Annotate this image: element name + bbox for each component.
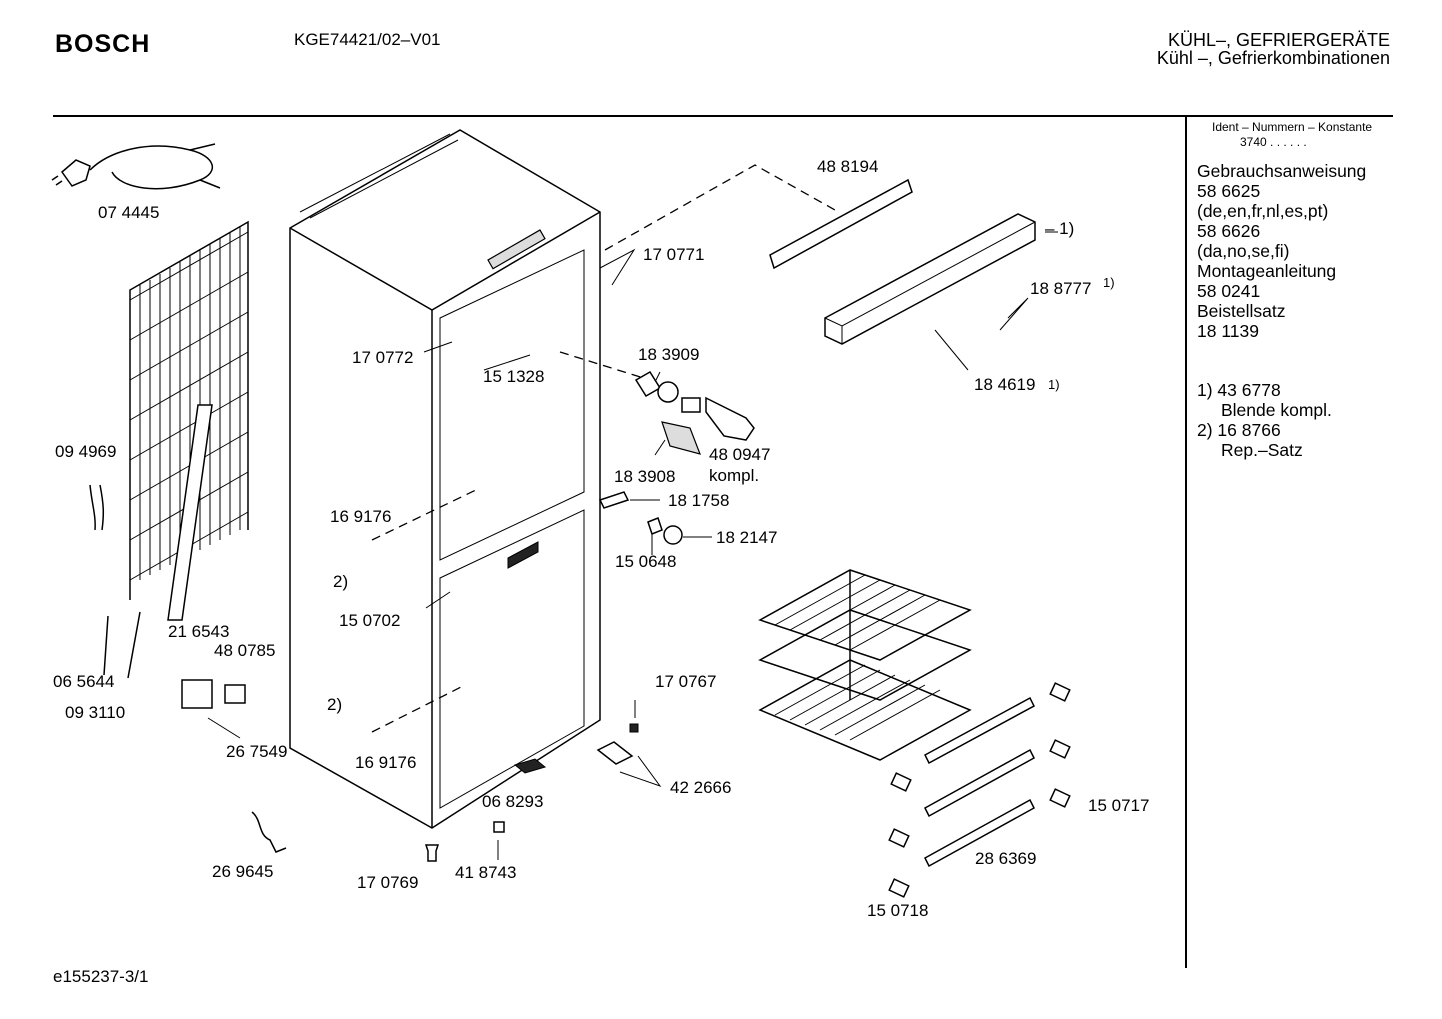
sidebar-line: Montageanleitung — [1197, 261, 1337, 281]
part-number-label: 48 8194 — [817, 157, 879, 176]
part-number-label: 18 8777 — [1030, 279, 1092, 298]
sidebar-line: 18 1139 — [1197, 321, 1259, 341]
sidebar-line: 58 6626 — [1197, 221, 1261, 241]
screw-part — [424, 844, 440, 862]
fridge-cabinet — [289, 129, 601, 829]
note-number: 2) 16 8766 — [1197, 420, 1281, 440]
cap-part — [663, 525, 683, 545]
strip-part — [924, 798, 1035, 868]
note-description: Blende kompl. — [1221, 400, 1332, 420]
part-number-label: 15 1328 — [483, 367, 545, 386]
leader-lines — [207, 231, 1058, 860]
part-number-label: 07 4445 — [98, 203, 160, 222]
cable-part — [251, 811, 287, 853]
part-number-label: 15 0648 — [615, 552, 677, 571]
sensor-part — [103, 611, 141, 679]
part-number-label: 16 9176 — [355, 753, 417, 772]
sidebar-line: Beistellsatz — [1197, 301, 1286, 321]
hinge-part — [596, 741, 634, 765]
sidebar-line: (da,no,se,fi) — [1197, 241, 1290, 261]
relay-clip — [224, 684, 246, 704]
part-number-label: 06 5644 — [53, 672, 115, 691]
part-number-label: 17 0772 — [352, 348, 414, 367]
assembly-line — [559, 351, 651, 381]
note-description: Rep.–Satz — [1221, 440, 1303, 460]
note-ref-label: 1) — [1048, 377, 1060, 392]
part-number-label: 09 3110 — [65, 703, 126, 722]
part-number-label: 48 0785 — [214, 641, 276, 660]
header-divider — [53, 115, 1393, 117]
model-number: KGE74421/02–V01 — [294, 30, 441, 49]
part-number-label: 06 8293 — [482, 792, 544, 811]
part-number-label: 21 6543 — [168, 622, 230, 641]
shelf-clips — [888, 682, 1071, 898]
sidebar-line: Gebrauchsanweisung — [1197, 161, 1367, 181]
foot-part — [493, 821, 505, 833]
part-number-label: 28 6369 — [975, 849, 1037, 868]
part-number-label: 09 4969 — [55, 442, 117, 461]
strip-part — [924, 748, 1035, 818]
assembly-line — [371, 684, 466, 733]
ident-header: Ident – Nummern – Konstante — [1212, 120, 1373, 134]
part-number-label: 26 7549 — [226, 742, 288, 761]
assembly-line — [604, 164, 836, 251]
part-number-label: 18 1758 — [668, 491, 730, 510]
part-number-label: 18 3909 — [638, 345, 700, 364]
sidebar-divider — [1185, 117, 1187, 968]
part-number-label: 18 3908 — [614, 467, 676, 486]
rail-part — [167, 404, 213, 621]
assembly-line — [371, 487, 481, 541]
relay-part — [181, 679, 213, 709]
part-number-label: 48 0947 — [709, 445, 771, 464]
part-number-label: 15 0718 — [867, 901, 929, 920]
hose-part — [89, 484, 105, 531]
note-ref-label: 1) — [1103, 275, 1115, 290]
part-number-label: 17 0769 — [357, 873, 419, 892]
note-ref-label: – 1) — [1045, 219, 1075, 238]
category-subtitle: Kühl –, Gefrierkombinationen — [1156, 48, 1390, 68]
power-cord — [51, 143, 221, 190]
part-number-label: 41 8743 — [455, 863, 517, 882]
part-number-label: 17 0771 — [643, 245, 705, 264]
footer-code: e155237-3/1 — [53, 967, 149, 986]
sidebar-line: 58 0241 — [1197, 281, 1261, 301]
kit-label: kompl. — [709, 466, 760, 485]
part-number-label: 17 0767 — [655, 672, 717, 691]
plug-part — [629, 723, 639, 733]
shelf-grids — [758, 569, 972, 761]
strip-part — [924, 696, 1035, 765]
part-number-label: 16 9176 — [330, 507, 392, 526]
part-number-label: 42 2666 — [670, 778, 732, 797]
note-ref-label: 2) — [327, 695, 343, 714]
note-ref-label: 2) — [333, 572, 349, 591]
brand-logo: BOSCH — [55, 30, 151, 58]
ident-value: 3740 . . . . . . — [1240, 135, 1307, 149]
control-panel-part — [769, 178, 913, 270]
part-number-label: 26 9645 — [212, 862, 274, 881]
category-title: KÜHL–, GEFRIERGERÄTE — [1167, 30, 1390, 50]
screw-part — [647, 517, 663, 535]
part-number-label: 18 2147 — [716, 528, 778, 547]
sidebar-line: 58 6625 — [1197, 181, 1261, 201]
bracket-part — [598, 491, 630, 509]
sidebar-line: (de,en,fr,nl,es,pt) — [1197, 201, 1329, 221]
part-number-label: 15 0702 — [339, 611, 401, 630]
lamp-assembly — [634, 370, 755, 455]
note-number: 1) 43 6778 — [1197, 380, 1281, 400]
part-number-label: 18 4619 — [974, 375, 1036, 394]
part-number-label: 15 0717 — [1088, 796, 1150, 815]
